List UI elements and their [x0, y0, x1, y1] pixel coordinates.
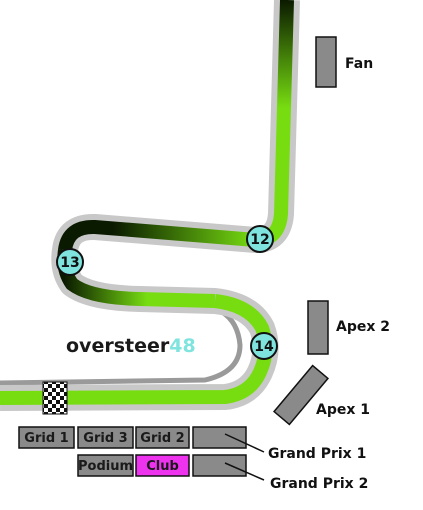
block-grid-3-label: Grid 3 — [83, 431, 127, 446]
corner-marker-14: 14 — [250, 332, 278, 360]
block-podium-label: Podium — [78, 459, 133, 474]
stand-grand-prix-1[interactable] — [192, 426, 247, 449]
checkered-flag-icon — [42, 381, 68, 415]
stand-grand-prix-1-label: Grand Prix 1 — [268, 446, 366, 462]
block-grid-2-label: Grid 2 — [140, 431, 184, 446]
block-podium[interactable] — [77, 454, 134, 477]
stand-apex-1-label: Apex 1 — [316, 402, 370, 418]
leader-line-grand-prix-1 — [224, 433, 265, 453]
block-club[interactable] — [135, 454, 190, 477]
block-grid-1[interactable] — [18, 426, 75, 449]
svg-text:14: 14 — [254, 339, 274, 355]
leader-line-grand-prix-2 — [224, 462, 265, 481]
brand-number: 48 — [169, 335, 195, 357]
svg-text:12: 12 — [250, 232, 269, 248]
stand-apex-2-label: Apex 2 — [336, 319, 390, 335]
pit-lane — [0, 309, 243, 386]
brand-logo: oversteer48 — [66, 335, 196, 357]
block-grid-2[interactable] — [135, 426, 190, 449]
stand-fan-label: Fan — [345, 56, 373, 72]
track-turn-12-13 — [58, 219, 257, 252]
stand-apex-1[interactable] — [272, 364, 330, 426]
stand-apex-2[interactable] — [307, 300, 329, 355]
block-grid-3[interactable] — [77, 426, 134, 449]
stand-grand-prix-2-label: Grand Prix 2 — [270, 476, 368, 492]
corner-marker-12: 12 — [246, 225, 274, 253]
stand-fan[interactable] — [315, 36, 337, 88]
brand-main: oversteer — [66, 335, 170, 357]
corner-marker-13: 13 — [56, 248, 84, 276]
stand-grand-prix-2[interactable] — [192, 454, 247, 477]
block-club-label: Club — [146, 459, 179, 474]
block-grid-1-label: Grid 1 — [24, 431, 68, 446]
svg-text:13: 13 — [60, 255, 79, 271]
